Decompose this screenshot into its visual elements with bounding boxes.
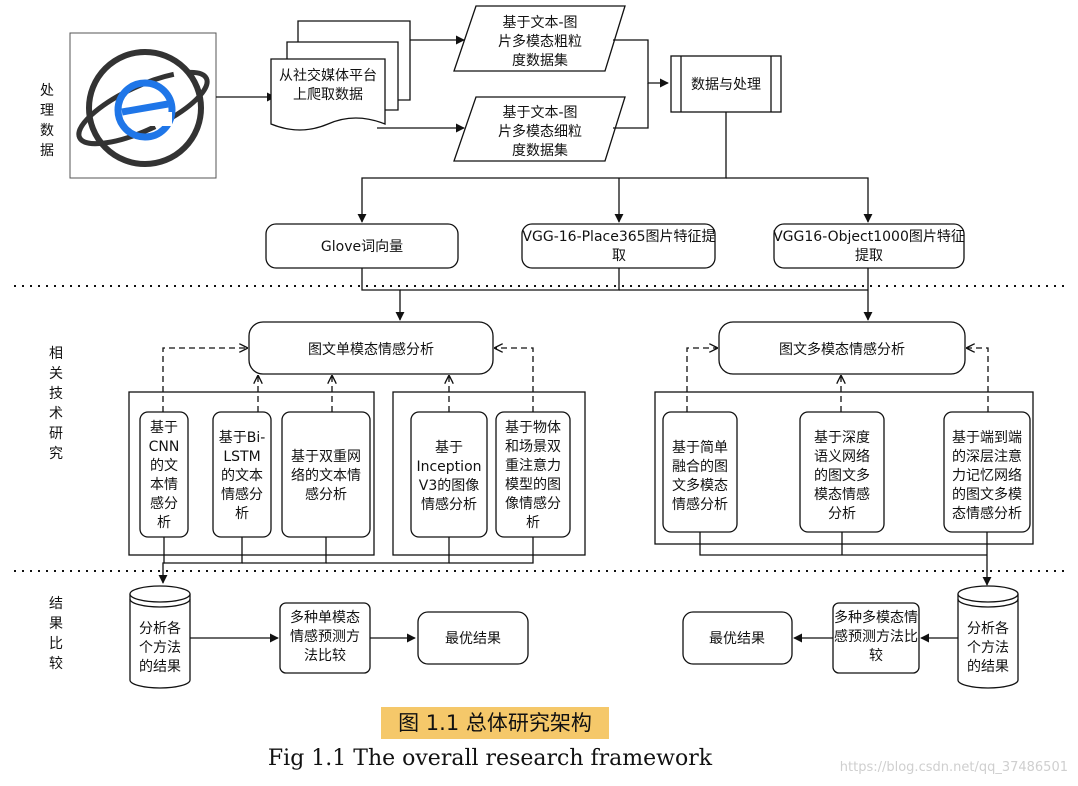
svg-text:数据与处理: 数据与处理 <box>691 77 761 93</box>
multi-modal-analysis-node: 图文多模态情感分析 <box>718 321 966 375</box>
caption-chinese: 图 1.1 总体研究架构 <box>381 707 609 739</box>
node-label: VGG-16-Place365图片特征提取 <box>522 229 715 264</box>
single-modal-analysis-node: 图文单模态情感分析 <box>248 321 494 375</box>
object1000-node: VGG16-Object1000图片特征提取 <box>773 223 965 269</box>
svg-text:处理数据: 处理数据 <box>40 83 54 159</box>
compare-left-node: 多种单模态情感预测方法比较 <box>279 602 371 674</box>
svg-text:Glove词向量: Glove词向量 <box>321 239 403 255</box>
node-label: 基于简单融合的图文多模态情感分析 <box>672 439 728 513</box>
svg-text:图文多模态情感分析: 图文多模态情感分析 <box>779 341 905 358</box>
best-right-node: 最优结果 <box>682 611 793 665</box>
deep-semantic-method-node: 基于深度语义网络的图文多模态情感分析 <box>799 411 885 533</box>
svg-text:最优结果: 最优结果 <box>709 631 765 647</box>
node-label: 分析各个方法的结果 <box>139 621 181 675</box>
simple-fusion-method-node: 基于简单融合的图文多模态情感分析 <box>662 411 738 533</box>
results-left-node: 分析各个方法的结果 <box>129 585 191 689</box>
node-label: 多种单模态情感预测方法比较 <box>290 609 360 664</box>
results-right-node: 分析各个方法的结果 <box>957 585 1019 689</box>
node-label: 基于物体和场景双重注意力模型的图像情感分析 <box>505 419 561 531</box>
node-label: VGG16-Object1000图片特征提取 <box>773 229 965 264</box>
e2e-memory-method-node: 基于端到端的深层注意力记忆网络的图文多模态情感分析 <box>943 411 1031 533</box>
compare-right-node: 多种多模态情感预测方法比较 <box>832 602 920 674</box>
best-left-node: 最优结果 <box>417 611 529 665</box>
node-label: 多种多模态情感预测方法比较 <box>834 609 918 664</box>
data-process-node: 数据与处理 <box>670 55 782 113</box>
coarse-dataset-node: 基于文本-图片多模态粗粒度数据集 <box>453 5 626 72</box>
fine-dataset-node: 基于文本-图片多模态细粒度数据集 <box>453 96 626 162</box>
node-label: 基于文本-图片多模态细粒度数据集 <box>498 104 582 159</box>
place365-node: VGG-16-Place365图片特征提取 <box>521 223 716 269</box>
multimodal-methods-group <box>654 391 1034 545</box>
glove-node: Glove词向量 <box>265 223 459 269</box>
section-label-processing: 处理数据 <box>40 83 54 159</box>
caption-english: Fig 1.1 The overall research framework <box>267 746 713 771</box>
text-methods-group <box>128 391 375 556</box>
svg-text:相关技术研究: 相关技术研究 <box>49 346 63 462</box>
svg-text:结果比较: 结果比较 <box>49 596 63 672</box>
image-methods-group <box>392 391 586 556</box>
crawl-data-node: 从社交媒体平台上爬取数据 <box>270 20 411 131</box>
logo-image <box>69 32 217 179</box>
dual-net-method-node: 基于双重网络的文本情感分析 <box>281 411 371 538</box>
section-label-results: 结果比较 <box>49 596 63 672</box>
node-label: 从社交媒体平台上爬取数据 <box>279 67 377 103</box>
object-scene-method-node: 基于物体和场景双重注意力模型的图像情感分析 <box>495 411 571 538</box>
node-label: 分析各个方法的结果 <box>967 621 1009 675</box>
section-label-related: 相关技术研究 <box>49 346 63 462</box>
svg-text:最优结果: 最优结果 <box>445 631 501 647</box>
svg-text:图文单模态情感分析: 图文单模态情感分析 <box>308 341 434 358</box>
node-label: 基于文本-图片多模态粗粒度数据集 <box>498 14 582 69</box>
watermark-text: https://blog.csdn.net/qq_37486501 <box>839 760 1068 775</box>
node-label: 基于端到端的深层注意力记忆网络的图文多模态情感分析 <box>952 429 1022 522</box>
node-label: 基于深度语义网络的图文多模态情感分析 <box>814 429 870 522</box>
node-label: 基于双重网络的文本情感分析 <box>291 448 361 503</box>
